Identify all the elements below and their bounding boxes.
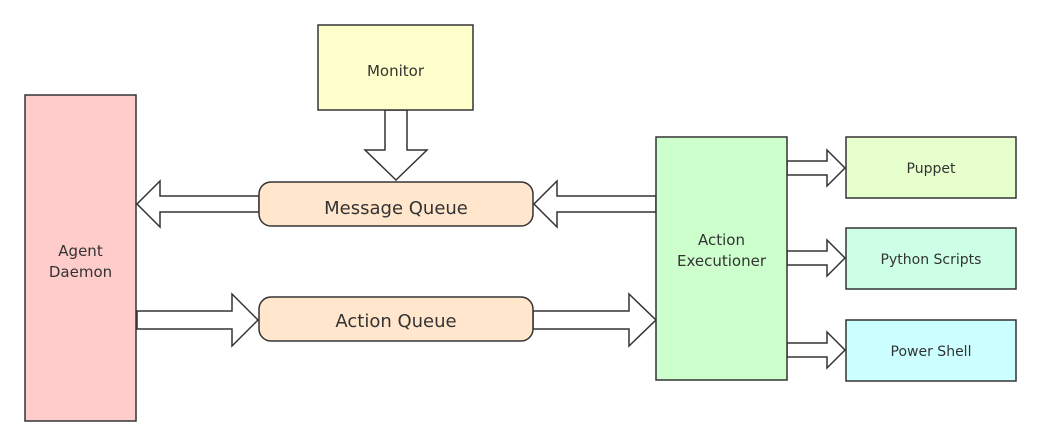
message-queue-label: Message Queue <box>324 198 468 219</box>
arrow-executioner-to-python-scripts <box>786 238 847 278</box>
arrow-executioner-to-puppet <box>786 148 847 188</box>
monitor-label: Monitor <box>367 62 425 80</box>
label-line: Action <box>698 231 745 249</box>
puppet-node: Puppet <box>845 136 1017 199</box>
monitor-box <box>317 24 474 111</box>
action-queue-box <box>258 296 534 342</box>
label-line: Agent <box>58 242 103 260</box>
puppet-label: Puppet <box>907 161 956 177</box>
monitor-node: Monitor <box>317 24 474 111</box>
arrow-message-queue-to-agent-daemon <box>135 179 260 229</box>
message-queue-box <box>258 181 534 227</box>
arrow-agent-daemon-to-action-queue <box>136 292 260 348</box>
message-queue-node: Message Queue <box>258 181 534 227</box>
action-queue-node: Action Queue <box>258 296 534 342</box>
python-scripts-label: Python Scripts <box>881 252 982 268</box>
label-line: Daemon <box>49 263 112 281</box>
agent-daemon-box <box>24 94 137 422</box>
action-executioner-box <box>655 136 788 381</box>
arrow-executioner-to-power-shell <box>786 330 847 370</box>
action-queue-label: Action Queue <box>335 311 456 332</box>
label-line: Executioner <box>677 252 767 270</box>
arrow-executioner-to-message-queue <box>532 179 657 229</box>
python-scripts-node: Python Scripts <box>845 227 1017 290</box>
puppet-box <box>845 136 1017 199</box>
arrow-monitor-to-message-queue <box>363 109 429 182</box>
python-scripts-box <box>845 227 1017 290</box>
power-shell-label: Power Shell <box>891 344 972 360</box>
arrow-action-queue-to-executioner <box>532 292 658 348</box>
power-shell-box <box>845 319 1017 382</box>
power-shell-node: Power Shell <box>845 319 1017 382</box>
